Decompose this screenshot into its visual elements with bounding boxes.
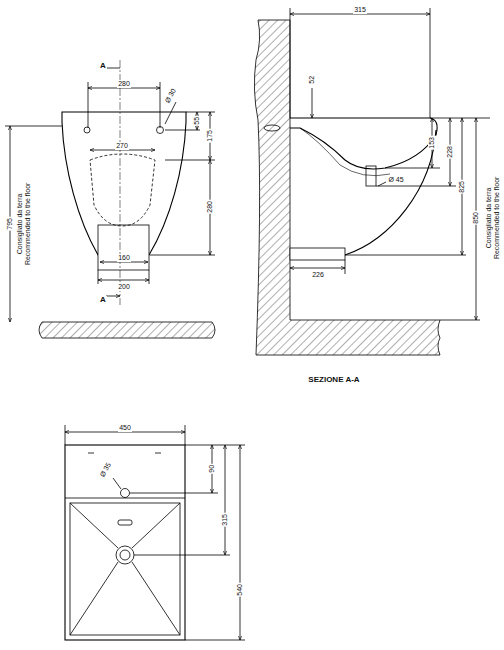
wall-section-hatch [254, 20, 440, 355]
dimension-label: SEZIONE A-A [307, 376, 360, 385]
wall-fixing [264, 125, 280, 131]
dimension-label: 280 [206, 200, 214, 214]
dimension-label: 226 [311, 271, 325, 279]
drain-pipe [366, 166, 376, 186]
overflow-slot [118, 520, 132, 525]
dimension-label: 228 [446, 145, 454, 159]
tap-hole-plan [121, 489, 130, 498]
dimension-label: 315 [221, 513, 229, 527]
basin-plan-outline [65, 445, 185, 640]
bracket-section [290, 248, 345, 260]
dimension-label: Recommended to the floor [24, 182, 32, 267]
dimension-label: 270 [115, 142, 129, 150]
floor-hatch [39, 322, 215, 338]
dimension-label: 280 [117, 80, 131, 88]
bracket-front [98, 225, 149, 270]
drain-plan [116, 546, 134, 564]
dimension-label: 153 [428, 136, 436, 150]
overflow-hole [84, 127, 90, 133]
bowl-plan [70, 503, 180, 635]
dimension-label: 55 [193, 116, 201, 126]
dimension-label: 52 [308, 75, 316, 85]
dimension-label: A [99, 62, 107, 71]
dimension-label: Consigliato da terra [15, 193, 23, 256]
dimension-label: 450 [118, 424, 132, 432]
bowl-profile [290, 118, 437, 169]
dimension-label: 540 [236, 583, 244, 597]
dimension-label: 315 [353, 6, 367, 14]
dimension-label: 795 [6, 217, 14, 231]
dimension-label: Consigliato da terra [484, 187, 492, 250]
dimension-label: 825 [458, 180, 466, 194]
dimension-label: Ø 30 [163, 87, 178, 106]
dimension-label: 175 [206, 129, 214, 143]
dimension-label: A [99, 296, 107, 305]
dimension-label: Ø 45 [387, 176, 404, 184]
dimension-label: Recommended to the floor [493, 176, 501, 261]
bowl-hidden-line [90, 154, 155, 226]
dimension-label: 160 [117, 254, 131, 262]
basin-back-profile [290, 130, 436, 258]
dimension-label: 200 [117, 283, 131, 291]
dimension-label: Ø 35 [98, 461, 113, 480]
dimension-label: 90 [208, 464, 216, 474]
dimension-label: 850 [472, 211, 480, 225]
